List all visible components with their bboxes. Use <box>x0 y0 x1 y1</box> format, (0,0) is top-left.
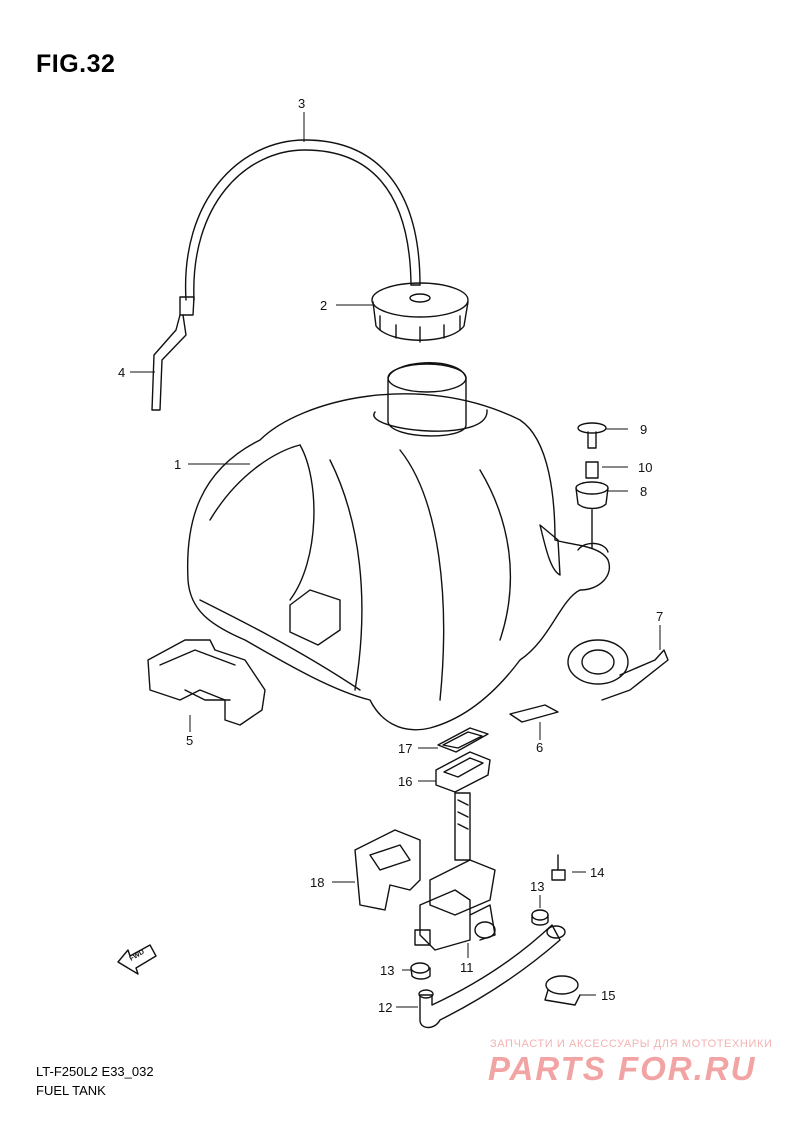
callout-2: 2 <box>320 298 327 313</box>
breather-hose <box>184 139 421 301</box>
clamp-drawing <box>544 975 581 1006</box>
callout-15: 15 <box>601 988 615 1003</box>
callout-4: 4 <box>118 365 125 380</box>
callout-11: 11 <box>460 960 474 975</box>
callout-labels: 3 2 4 1 9 10 8 7 5 6 17 16 18 14 13 11 1… <box>118 96 663 1015</box>
callout-5: 5 <box>186 733 193 748</box>
cock-bracket-drawing <box>354 829 421 911</box>
breather-hose-end <box>151 296 195 411</box>
model-code: LT-F250L2 E33_032 <box>36 1064 154 1079</box>
pad-drawing <box>509 704 559 723</box>
hose-clamp-drawing <box>410 909 549 980</box>
callout-7: 7 <box>656 609 663 624</box>
fuel-tank-drawing <box>186 362 611 731</box>
fuel-cap-drawing <box>371 282 469 343</box>
callout-18: 18 <box>310 875 324 890</box>
clip-drawing <box>567 639 669 701</box>
callout-13a: 13 <box>530 879 544 894</box>
callout-9: 9 <box>640 422 647 437</box>
fwd-arrow-icon <box>117 944 157 975</box>
screw-drawing <box>551 854 566 881</box>
bolt-collar-cushion-drawing <box>575 422 609 549</box>
callout-17: 17 <box>398 741 412 756</box>
callout-3: 3 <box>298 96 305 111</box>
callout-10: 10 <box>638 460 652 475</box>
fuel-hose-drawing <box>418 924 566 1029</box>
callout-8: 8 <box>640 484 647 499</box>
figure-title: FIG.32 <box>36 50 116 78</box>
callout-16: 16 <box>398 774 412 789</box>
callout-12: 12 <box>378 1000 392 1015</box>
callout-13b: 13 <box>380 963 394 978</box>
watermark-tagline: ЗАПЧАСТИ И АКСЕССУАРЫ ДЛЯ МОТОТЕХНИКИ <box>490 1038 773 1050</box>
leader-lines <box>130 112 661 1008</box>
watermark-logo: PARTS FOR.RU <box>488 1050 757 1087</box>
o-ring-gasket-drawing <box>435 727 491 793</box>
section-name: FUEL TANK <box>36 1083 106 1098</box>
mounting-bracket-drawing <box>147 639 266 726</box>
callout-6: 6 <box>536 740 543 755</box>
callout-14: 14 <box>590 865 604 880</box>
callout-1: 1 <box>174 457 181 472</box>
fuel-cock-drawing <box>414 792 496 951</box>
